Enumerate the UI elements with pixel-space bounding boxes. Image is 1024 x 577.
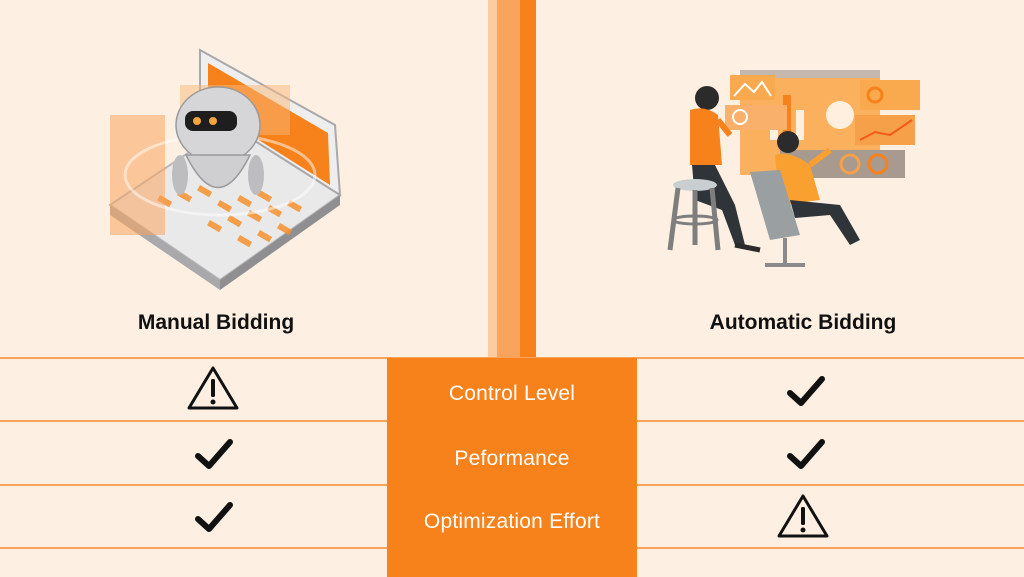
robot-laptop-illustration: [108, 48, 342, 290]
automatic-bidding-title: Automatic Bidding: [709, 311, 897, 334]
stripe-dark: [520, 0, 536, 360]
people-dashboard-illustration: [667, 70, 920, 267]
criteria-column: Control Level Peformance Optimization Ef…: [387, 358, 637, 577]
check-icon: [184, 492, 244, 542]
stripe-light: [488, 0, 498, 360]
criterion-control-level: Control Level: [448, 382, 576, 405]
criterion-performance: Peformance: [454, 447, 570, 470]
check-icon: [776, 366, 836, 416]
warning-icon: [183, 364, 243, 414]
warning-icon: [773, 492, 833, 542]
check-icon: [776, 429, 836, 479]
manual-bidding-title: Manual Bidding: [137, 311, 295, 334]
stripe-medium: [497, 0, 520, 360]
criterion-optimization-effort: Optimization Effort: [423, 510, 601, 533]
check-icon: [184, 429, 244, 479]
